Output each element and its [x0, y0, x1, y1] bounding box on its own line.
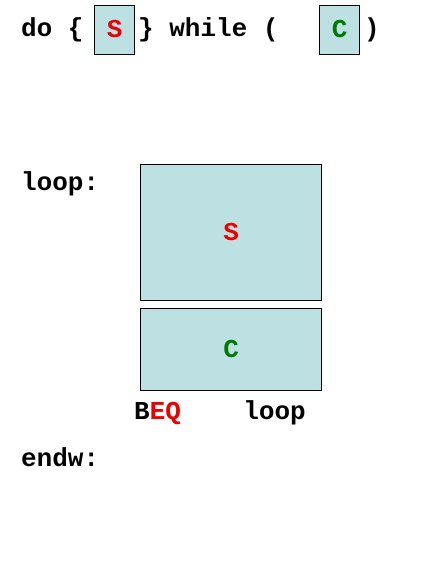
inline-body-token-box: S — [94, 5, 135, 55]
condition-block-label: C — [223, 334, 239, 365]
branch-spacer — [181, 397, 243, 427]
do-keyword-text: do { — [21, 14, 84, 44]
inline-body-token: S — [106, 15, 123, 45]
branch-target: loop — [243, 397, 306, 427]
branch-condition-code: EQ — [149, 397, 181, 427]
inline-cond-token: C — [331, 15, 348, 45]
body-block-label: S — [223, 217, 239, 248]
endw-label: endw: — [21, 444, 100, 474]
branch-instruction: BEQ loop — [134, 397, 306, 427]
loop-label: loop: — [21, 168, 100, 198]
inline-cond-token-box: C — [319, 5, 360, 55]
branch-opcode-prefix: B — [134, 397, 150, 427]
while-keyword-text: } while ( — [138, 14, 279, 44]
condition-block: C — [140, 308, 322, 391]
closing-paren-text: ) — [364, 14, 380, 44]
body-block: S — [140, 164, 322, 301]
